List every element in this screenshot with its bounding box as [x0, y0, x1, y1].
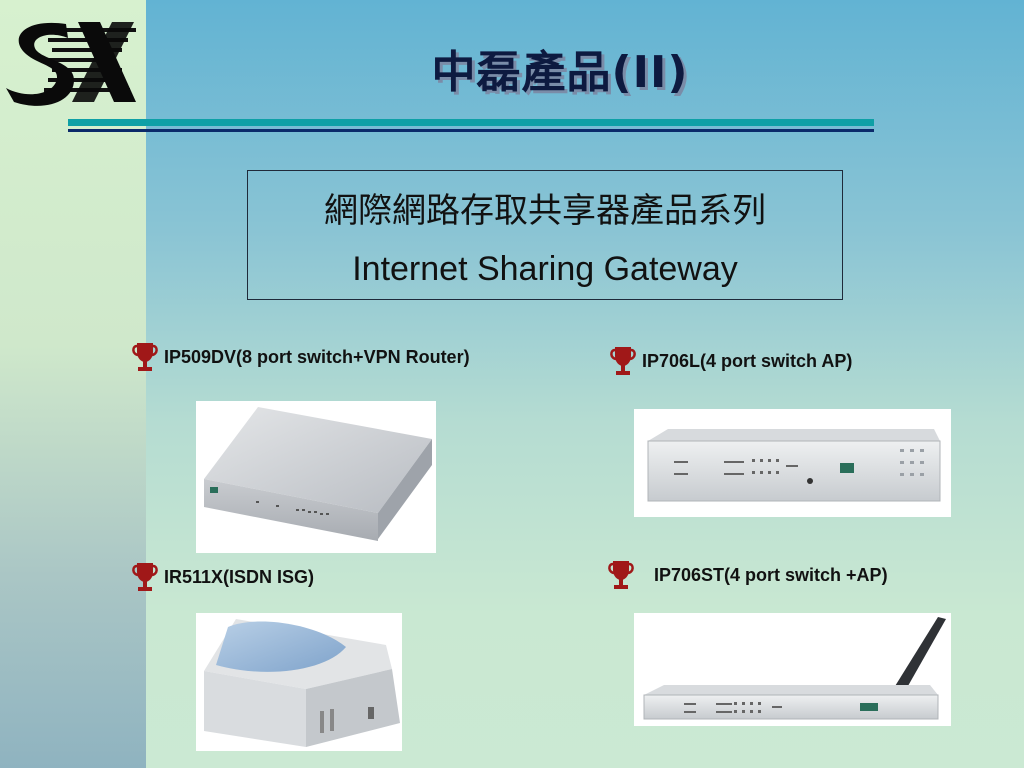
product-label-ir511x: IR511X(ISDN ISG): [130, 560, 314, 594]
trophy-icon: [610, 347, 636, 375]
slide-title: 中磊產品(II): [431, 47, 689, 98]
product-name: IR511X(ISDN ISG): [164, 566, 315, 587]
title-divider-underline: [68, 129, 874, 132]
series-heading-english: Internet Sharing Gateway: [352, 250, 738, 288]
product-name: IP706L(4 port switch AP): [642, 350, 853, 371]
left-decorative-band: [0, 0, 146, 768]
title-divider: [68, 119, 874, 126]
product-name: IP509DV(8 port switch+VPN Router): [164, 346, 470, 367]
product-photo-ip706l: [634, 409, 951, 517]
product-name: IP706ST(4 port switch +AP): [654, 564, 888, 585]
product-photo-ip706st: [634, 613, 951, 726]
trophy-icon: [132, 563, 158, 591]
product-label-ip706l: IP706L(4 port switch AP): [608, 344, 852, 378]
series-heading-box: 網際網路存取共享器產品系列 Internet Sharing Gateway: [247, 170, 843, 300]
trophy-icon: [608, 561, 634, 589]
trophy-icon: [132, 343, 158, 371]
product-photo-ip509dv: [196, 401, 436, 553]
product-label-ip706st: IP706ST(4 port switch +AP): [606, 558, 888, 592]
series-heading-chinese: 網際網路存取共享器產品系列: [324, 191, 766, 231]
product-photo-ir511x: [196, 613, 402, 751]
company-logo: [4, 16, 138, 108]
product-label-ip509dv: IP509DV(8 port switch+VPN Router): [130, 340, 470, 374]
